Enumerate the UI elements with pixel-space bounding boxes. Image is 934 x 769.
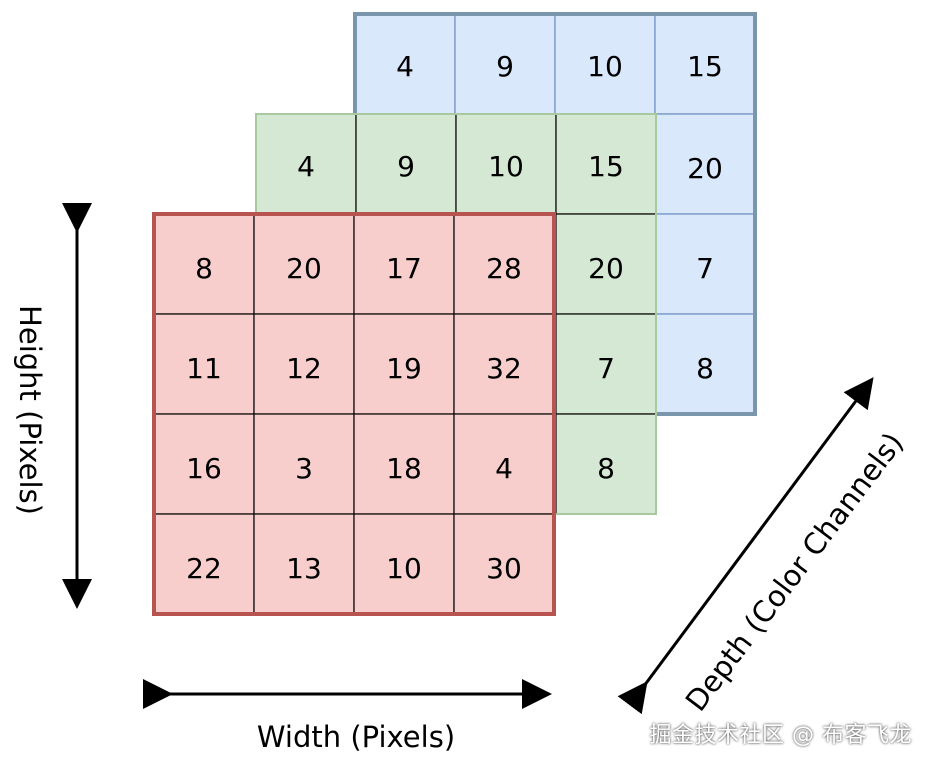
red-cell-value: 17: [386, 252, 422, 285]
green-cell-value: 7: [597, 352, 615, 385]
red-cell-value: 11: [186, 352, 222, 385]
green-cell-value: 20: [588, 252, 624, 285]
red-cell-value: 12: [286, 352, 322, 385]
depth-arrow: [617, 377, 874, 715]
green-cell-value: 4: [297, 150, 315, 183]
red-cell-value: 28: [486, 252, 522, 285]
red-cell: [253, 213, 355, 315]
red-cell-value: 8: [195, 252, 213, 285]
watermark-text: 掘金技术社区 @ 布客飞龙: [649, 723, 912, 748]
red-cell: [453, 313, 555, 415]
red-cell-value: 3: [295, 452, 313, 485]
depth-axis-label: Depth (Color Channels): [679, 426, 910, 717]
red-cell-value: 30: [486, 552, 522, 585]
blue-cell-value: 7: [696, 252, 714, 285]
red-cell-value: 20: [286, 252, 322, 285]
blue-cell-value: 4: [396, 50, 414, 83]
green-cell-value: 9: [397, 150, 415, 183]
green-cell-value: 10: [488, 150, 524, 183]
red-cell-value: 22: [186, 552, 222, 585]
red-cell-value: 4: [495, 452, 513, 485]
red-layer-outline: [152, 212, 556, 616]
red-cell: [153, 413, 255, 515]
red-channel-layer: 8 20 17 28 11 12 19 32 16 3 18 4 22 13 10 30: [152, 212, 556, 616]
red-cell-value: 13: [286, 552, 322, 585]
red-cell: [453, 213, 555, 315]
blue-cell-value: 20: [687, 152, 723, 185]
green-cell: [355, 113, 457, 215]
red-cell: [253, 413, 355, 515]
red-cell-value: 18: [386, 452, 422, 485]
blue-cell-value: 10: [587, 50, 623, 83]
red-cell: [353, 213, 455, 315]
green-cell-value: 8: [597, 452, 615, 485]
green-cell-value: 15: [588, 150, 624, 183]
blue-cell: [354, 13, 456, 115]
blue-cell-value: 8: [696, 352, 714, 385]
red-cell-value: 16: [186, 452, 222, 485]
height-axis-label: Height (Pixels): [13, 305, 47, 515]
blue-cell-value: 15: [687, 50, 723, 83]
blue-cell-value: 9: [496, 50, 514, 83]
blue-cell: [654, 213, 756, 315]
red-cell: [253, 513, 355, 615]
blue-cell: [554, 13, 656, 115]
red-cell-value: 32: [486, 352, 522, 385]
green-cell: [455, 113, 557, 215]
red-cell-value: 19: [386, 352, 422, 385]
width-axis-label: Width (Pixels): [257, 720, 455, 754]
red-cell-value: 10: [386, 552, 422, 585]
red-cell: [153, 213, 255, 315]
red-cell: [153, 313, 255, 415]
red-cell: [353, 513, 455, 615]
blue-cell: [654, 113, 756, 215]
